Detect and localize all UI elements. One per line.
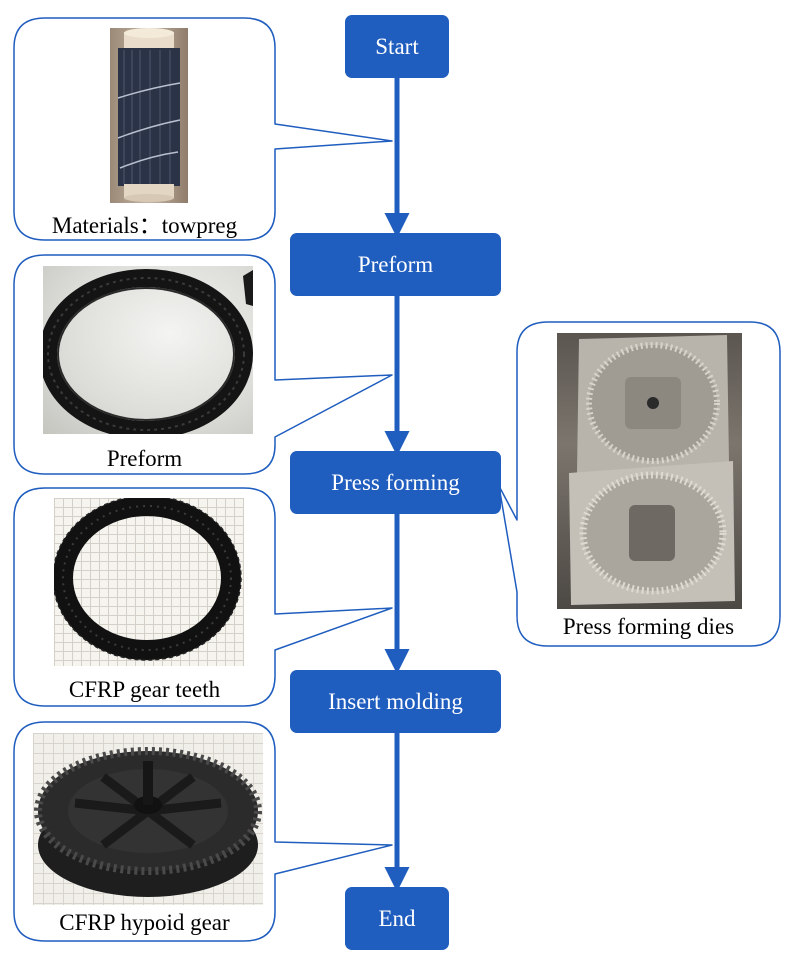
press-forming-dies-image [557, 333, 742, 609]
caption-hypoid-gear: CFRP hypoid gear [59, 910, 230, 935]
step-press-forming: Press forming [290, 451, 501, 514]
towpreg-spool-image [110, 28, 188, 203]
step-start: Start [345, 15, 449, 78]
step-preform: Preform [290, 233, 501, 296]
preform-ring-image [43, 266, 253, 434]
caption-materials: Materials：towpreg [51, 213, 238, 238]
hypoid-gear-image [33, 733, 263, 905]
caption-gear-teeth: CFRP gear teeth [68, 677, 221, 702]
callout-materials [13, 17, 393, 241]
caption-press-dies: Press forming dies [562, 614, 735, 639]
gear-teeth-ring-image [54, 498, 244, 666]
caption-preform: Preform [106, 446, 183, 471]
step-end: End [345, 887, 449, 950]
step-insert-molding: Insert molding [290, 670, 501, 733]
